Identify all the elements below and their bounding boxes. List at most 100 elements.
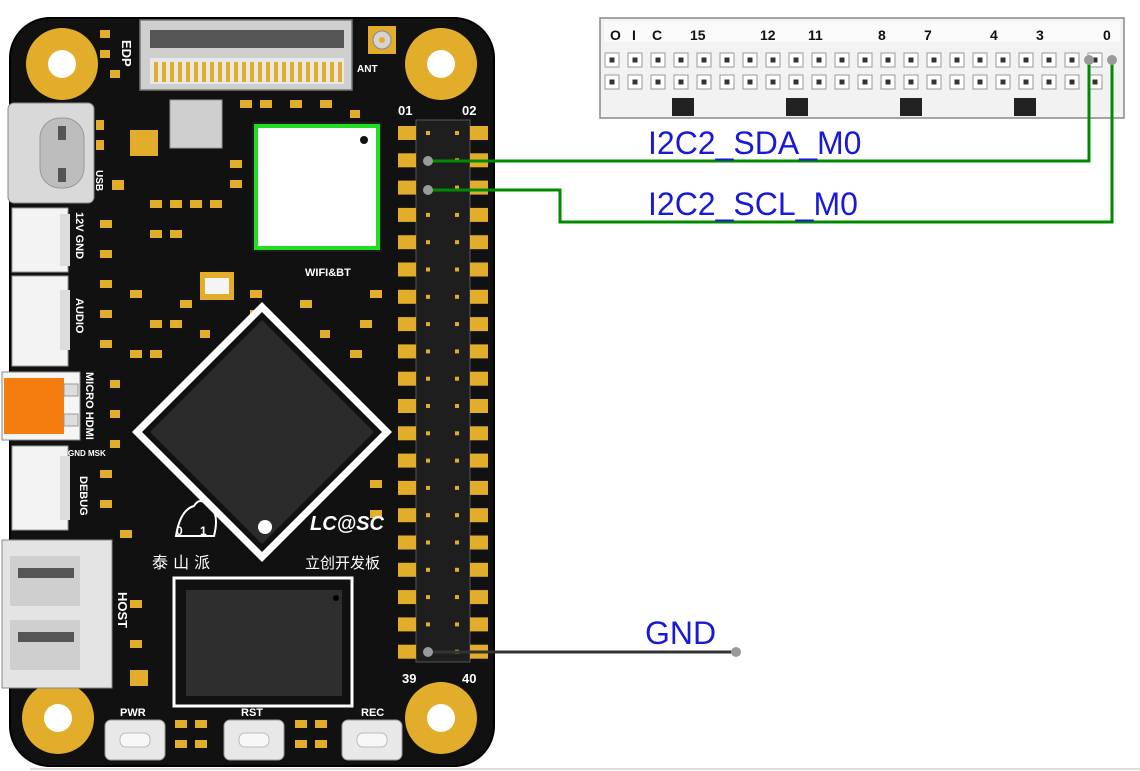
mounting-hole-icon [405, 682, 477, 754]
rec-button[interactable] [341, 719, 403, 761]
header-pad [470, 399, 488, 413]
smd-part [295, 740, 307, 748]
smd-part [100, 50, 110, 58]
rst-label: RST [241, 707, 263, 719]
smd-part [130, 290, 142, 298]
pin-label-40: 40 [462, 671, 476, 686]
connector-pin-label: 4 [990, 27, 998, 43]
connector-pin-label: 0 [1103, 27, 1111, 43]
header-pad [398, 262, 416, 277]
taishan-text: 泰 山 派 [152, 553, 210, 572]
smd-part [230, 160, 242, 168]
usb-host-port [1, 539, 113, 689]
smd-part [100, 470, 112, 478]
smd-part [370, 510, 382, 518]
header-pad [398, 508, 416, 523]
smd-part [150, 320, 162, 328]
header-pad [398, 371, 416, 386]
header-pad [398, 617, 416, 632]
header-pad [470, 535, 488, 550]
smd-part [300, 300, 312, 308]
smd-part [130, 670, 148, 686]
smd-part [175, 740, 187, 748]
usb-label: USB [93, 170, 104, 191]
connector-pin-label: 15 [690, 27, 706, 43]
smd-part [180, 300, 192, 308]
rec-label: REC [361, 707, 384, 719]
scl-wire [423, 55, 1117, 224]
header-pad [398, 207, 416, 222]
edp-label: EDP [119, 40, 134, 67]
taishan-logo-icon: 0 1 [174, 500, 217, 538]
pwr-button[interactable] [104, 719, 166, 761]
header-pad [470, 207, 488, 222]
header-pad [398, 644, 416, 659]
header-pad [398, 344, 416, 359]
mounting-hole-icon [405, 28, 477, 100]
header-pad [470, 235, 488, 250]
rst-button[interactable] [223, 719, 285, 761]
smd-part [170, 230, 182, 238]
smd-part [290, 100, 302, 108]
header-pad [398, 590, 416, 605]
sda-label: I2C2_SDA_M0 [648, 125, 861, 161]
smd-part [260, 100, 272, 108]
header-pad [470, 289, 488, 304]
smd-part [120, 530, 132, 538]
smd-part [195, 720, 207, 728]
connector-pin-label: 3 [1036, 27, 1044, 43]
smd-part [96, 120, 104, 130]
connector-pin-label: O [610, 27, 621, 43]
header-pad [470, 317, 488, 332]
smd-part [240, 100, 252, 108]
svg-text:1: 1 [200, 524, 207, 538]
header-pad [398, 317, 416, 332]
host-label: HOST [115, 592, 130, 628]
gpio-header [398, 119, 488, 663]
smd-part [100, 220, 112, 228]
header-pad [398, 153, 416, 168]
pin-label-01: 01 [398, 103, 412, 118]
smd-part [100, 310, 112, 318]
smd-part [110, 410, 120, 418]
header-pad [470, 562, 488, 577]
power-label: 12V GND [73, 212, 85, 259]
svg-text:0: 0 [176, 524, 183, 538]
smd-part [100, 340, 112, 348]
pwr-label: PWR [120, 707, 146, 719]
header-pad [398, 289, 416, 304]
connector-pin-label: 12 [760, 27, 776, 43]
smd-part [320, 330, 330, 338]
smd-part [315, 720, 327, 728]
header-pad [398, 562, 416, 577]
header-pad [398, 180, 416, 195]
edp-connector [139, 19, 353, 91]
mounting-hole-icon [26, 28, 98, 100]
smd-part [100, 250, 112, 258]
smd-part [190, 200, 202, 208]
inductor [169, 99, 223, 149]
smd-part [130, 350, 142, 358]
connector-pin-label: I [632, 27, 636, 43]
smd-part [96, 140, 104, 150]
smd-part [170, 320, 182, 328]
power-connector [11, 207, 70, 273]
hdmi-label: MICRO HDMI [83, 372, 95, 440]
smd-part [350, 110, 360, 118]
header-pad [398, 399, 416, 413]
sda-wire [423, 55, 1094, 166]
audio-label: AUDIO [73, 298, 85, 334]
smd-part [150, 230, 162, 238]
antenna-connector-icon [368, 26, 396, 54]
lcsc-subtitle: 立创开发板 [305, 554, 380, 572]
connector-pin-label: 7 [924, 27, 932, 43]
smd-part [250, 290, 262, 298]
header-pad [398, 126, 416, 140]
smd-part [320, 100, 332, 108]
smd-part [370, 290, 382, 298]
header-pad [470, 371, 488, 386]
smd-part [370, 480, 382, 488]
smd-part [130, 640, 142, 648]
header-pad [470, 180, 488, 195]
